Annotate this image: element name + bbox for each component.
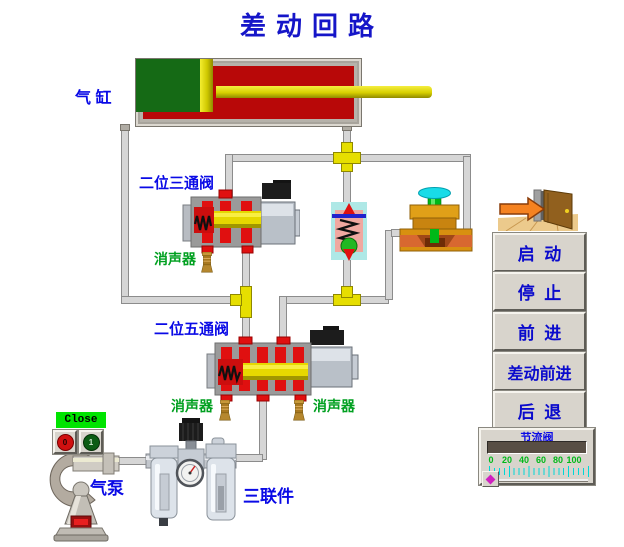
valve-port-b [276,336,291,345]
pipe-segment [227,154,341,162]
forward-button[interactable]: 前 进 [493,312,586,351]
exit-arrow [499,196,546,222]
door [543,189,573,230]
red-indicator-icon: 0 [56,433,74,451]
page-title: 差动回路 [239,11,384,41]
slider-track[interactable] [489,479,588,482]
stop-button[interactable]: 停 止 [493,272,586,311]
throttle-slider-panel: 节流阀 0 20 40 60 80 100 [479,428,595,487]
valve-5way-2pos [206,326,359,402]
differential-forward-button[interactable]: 差动前进 [493,352,586,391]
scale-tick-label: 0 [488,455,494,465]
valve-spring [217,365,242,384]
throttle-valve [399,187,473,252]
cylinder-cap-chamber [136,59,200,112]
scale-tick-label: 80 [552,455,564,465]
muffler [219,400,231,421]
valve-port-supply [256,394,270,402]
muffler [201,252,213,273]
check-valve-spring [335,218,361,244]
green-indicator-icon: 1 [82,433,100,451]
backward-button[interactable]: 后 退 [493,391,586,430]
frl-unit [145,418,237,526]
valve5-label: 二位五通阀 [154,321,230,338]
muffler [293,400,305,421]
pipe-segment [121,128,129,298]
pipe-segment [281,296,335,304]
cylinder-piston [200,59,213,112]
start-button[interactable]: 启 动 [493,233,586,272]
exit-door-arrow-icon[interactable] [496,189,580,231]
slider-handle[interactable] [482,471,499,487]
scale-tick-label: 40 [518,455,530,465]
piston-rod [216,86,432,98]
pump-label: 气泵 [90,479,124,498]
slider-minor-ticks [489,468,588,475]
slider-handle-marker [485,474,496,484]
pipe-junction-tee [230,294,242,306]
pipe-segment [352,154,471,162]
valve3-label: 二位三通阀 [139,175,215,192]
muffler-label: 消声器 [313,398,355,414]
cylinder-port-left [120,124,130,131]
cylinder-label: 气 缸 [75,90,112,107]
valve-port-a [238,336,253,345]
pump-run-button[interactable]: 1 [79,430,103,454]
regulator-knob[interactable] [179,423,203,441]
pipe-junction-tee [341,286,353,298]
valve-end-cap [182,204,192,242]
valve-3way-2pos [182,180,300,254]
frl-label: 三联件 [243,487,294,506]
muffler-label: 消声器 [154,251,196,267]
valve-port-out [241,245,254,254]
scale-tick-label: 100 [566,455,582,465]
check-valve [331,202,367,261]
muffler-label: 消声器 [171,398,213,414]
throttle-value-display [487,441,587,454]
scale-tick-label: 60 [535,455,547,465]
throttle-knob[interactable] [418,187,451,199]
air-pump [49,452,120,542]
valve-spring [193,215,213,231]
close-button[interactable]: Close [56,412,106,428]
pipe-segment [385,230,393,300]
valve-port-top [218,189,233,199]
scale-tick-label: 20 [501,455,513,465]
pipe-junction-cross [333,152,361,164]
filter-head [149,445,179,459]
lubricator-head [205,443,237,459]
pump-stop-button[interactable]: 0 [53,430,77,454]
pipe-segment [121,296,234,304]
door-knob [565,209,569,213]
